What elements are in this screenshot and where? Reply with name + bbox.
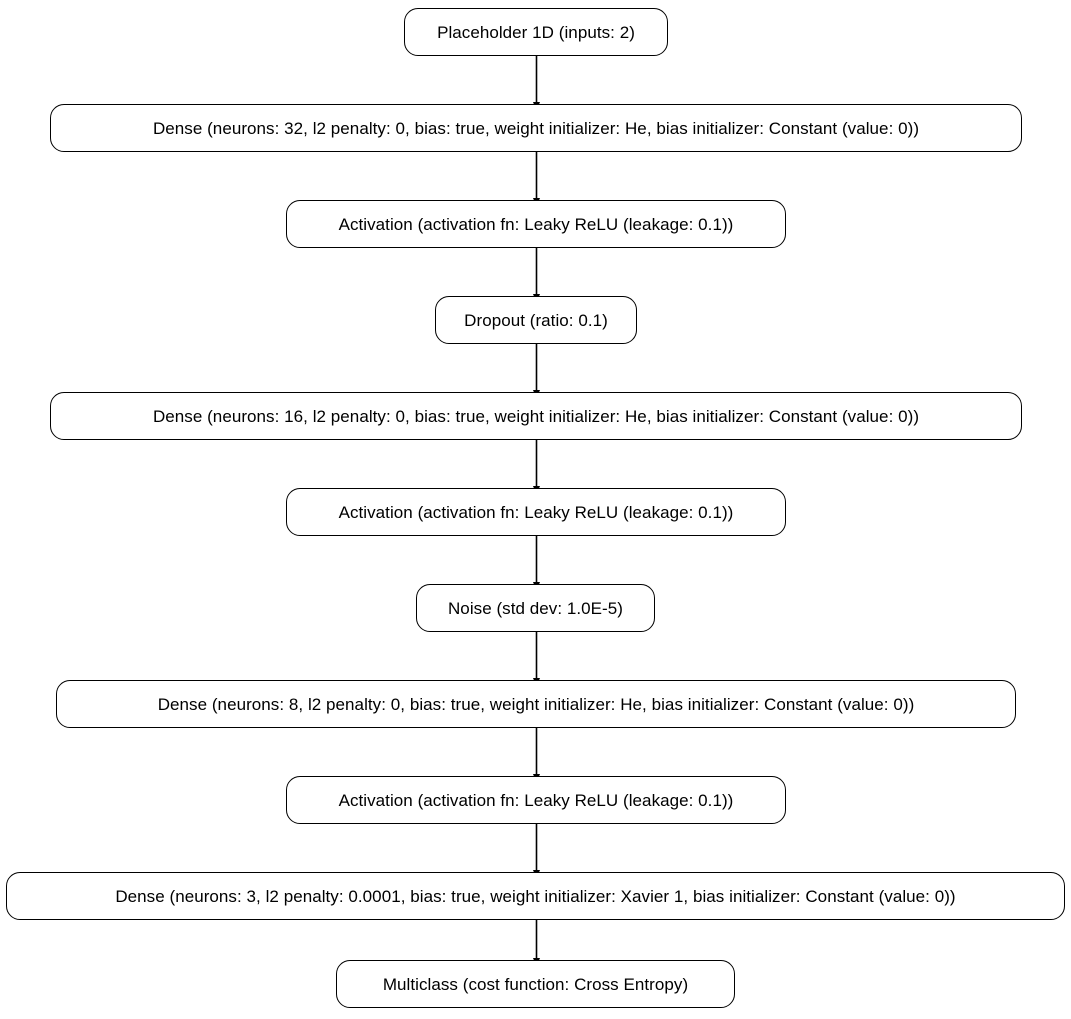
node-dense32[interactable]: Dense (neurons: 32, l2 penalty: 0, bias:…	[50, 104, 1022, 152]
node-placeholder[interactable]: Placeholder 1D (inputs: 2)	[404, 8, 668, 56]
node-label-dense8: Dense (neurons: 8, l2 penalty: 0, bias: …	[157, 694, 915, 714]
node-dense16[interactable]: Dense (neurons: 16, l2 penalty: 0, bias:…	[50, 392, 1022, 440]
node-label-dense3: Dense (neurons: 3, l2 penalty: 0.0001, b…	[115, 886, 956, 906]
node-activation3[interactable]: Activation (activation fn: Leaky ReLU (l…	[286, 776, 786, 824]
node-label-activation3: Activation (activation fn: Leaky ReLU (l…	[338, 790, 734, 810]
node-label-dropout: Dropout (ratio: 0.1)	[464, 310, 608, 330]
node-dense3[interactable]: Dense (neurons: 3, l2 penalty: 0.0001, b…	[6, 872, 1065, 920]
node-noise[interactable]: Noise (std dev: 1.0E-5)	[416, 584, 655, 632]
node-dense8[interactable]: Dense (neurons: 8, l2 penalty: 0, bias: …	[56, 680, 1016, 728]
node-label-activation1: Activation (activation fn: Leaky ReLU (l…	[338, 214, 734, 234]
node-dropout[interactable]: Dropout (ratio: 0.1)	[435, 296, 637, 344]
node-activation1[interactable]: Activation (activation fn: Leaky ReLU (l…	[286, 200, 786, 248]
node-label-dense16: Dense (neurons: 16, l2 penalty: 0, bias:…	[152, 406, 920, 426]
node-activation2[interactable]: Activation (activation fn: Leaky ReLU (l…	[286, 488, 786, 536]
node-label-multiclass: Multiclass (cost function: Cross Entropy…	[382, 974, 689, 994]
node-label-dense32: Dense (neurons: 32, l2 penalty: 0, bias:…	[152, 118, 920, 138]
node-multiclass[interactable]: Multiclass (cost function: Cross Entropy…	[336, 960, 735, 1008]
node-label-activation2: Activation (activation fn: Leaky ReLU (l…	[338, 502, 734, 522]
node-label-noise: Noise (std dev: 1.0E-5)	[447, 598, 623, 618]
node-label-placeholder: Placeholder 1D (inputs: 2)	[437, 22, 635, 42]
